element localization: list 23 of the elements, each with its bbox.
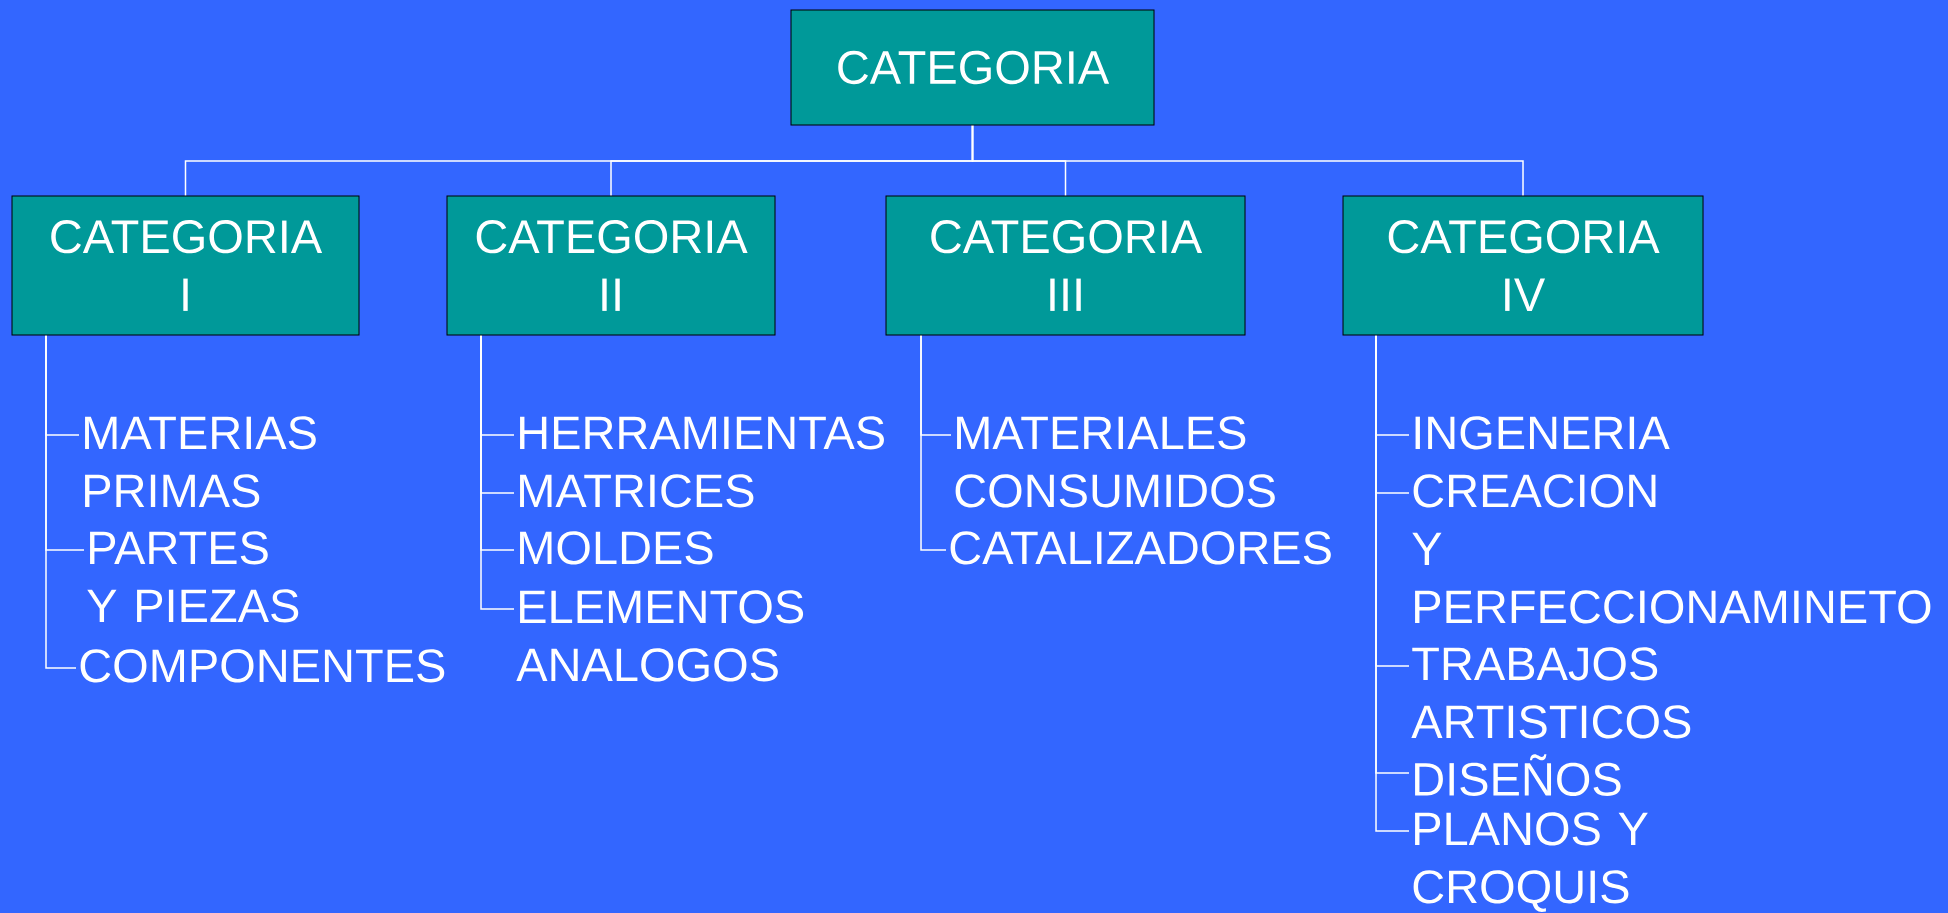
list-item: PLANOS Y CROQUIS [1413, 812, 1648, 912]
list-item: COMPONENTES [80, 649, 445, 683]
list-item: MATERIAS PRIMAS [85, 416, 316, 508]
list-item: HERRAMIENTAS [520, 416, 884, 450]
list-item: DISEÑOS [1415, 754, 1621, 796]
connector-line [480, 334, 515, 610]
category-box: CATEGORIA III [885, 195, 1246, 336]
list-item: MATRICES [520, 474, 754, 508]
list-item: MATERIALES CONSUMIDOS [955, 416, 1275, 508]
list-item: CATALIZADORES [950, 531, 1331, 565]
category-box: CATEGORIA [790, 9, 1155, 126]
category-box: CATEGORIA I [11, 195, 360, 336]
list-item: PARTES Y PIEZAS [87, 531, 299, 623]
connector-line [920, 334, 947, 551]
list-item: ELEMENTOS ANALOGOS [516, 590, 804, 682]
connector-line [45, 334, 77, 669]
category-box: CATEGORIA II [446, 195, 776, 336]
list-item: TRABAJOS ARTISTICOS [1411, 647, 1691, 739]
list-item: INGENERIA [1415, 416, 1670, 450]
category-box: CATEGORIA IV [1342, 195, 1704, 336]
list-item: CREACION Y PERFECCIONAMINETO [1412, 474, 1931, 624]
list-item: MOLDES [520, 531, 713, 565]
connector-line [971, 124, 1524, 197]
